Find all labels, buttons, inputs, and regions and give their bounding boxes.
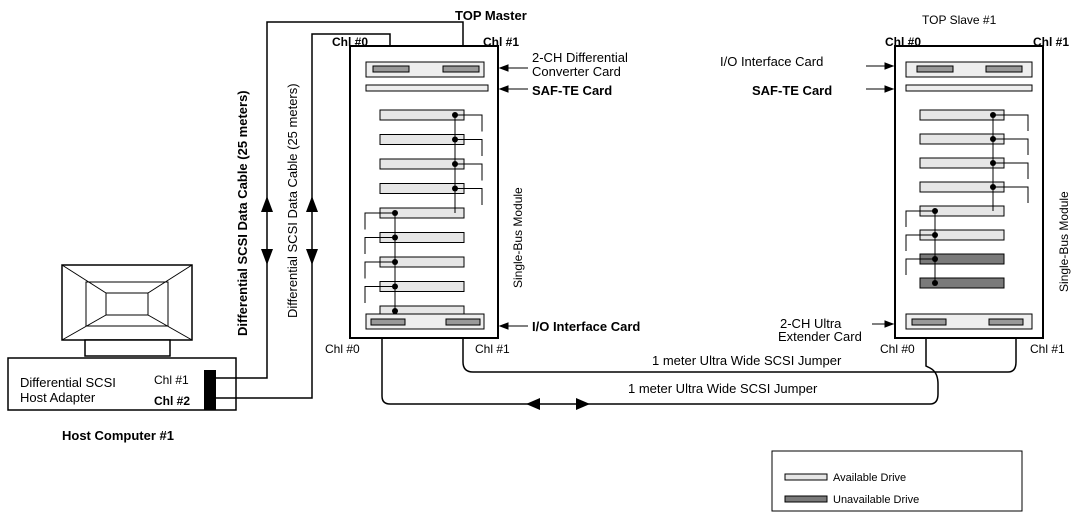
master-chl1-top: Chl #1 (483, 35, 519, 49)
master-chl1-bottom: Chl #1 (475, 342, 510, 356)
jumper-2-label: 1 meter Ultra Wide SCSI Jumper (628, 381, 818, 396)
slave-chain-loop-2 (993, 138, 1029, 155)
master-converter-port-0 (372, 65, 410, 73)
master-chain-loop-3 (455, 163, 483, 181)
slave-extender-label-1: 2-CH Ultra (780, 316, 842, 331)
master-chain-loop-1 (455, 114, 483, 132)
jumper-1-label: 1 meter Ultra Wide SCSI Jumper (652, 353, 842, 368)
slave-enclosure (894, 45, 1044, 339)
slave-chl1-bottom: Chl #1 (1030, 342, 1065, 356)
slave-chl0-top: Chl #0 (885, 35, 921, 49)
master-saf-te-card (365, 84, 489, 92)
master-chl0-bottom: Chl #0 (325, 342, 360, 356)
master-converter-label-1: 2-CH Differential (532, 50, 628, 65)
master-title: TOP Master (455, 8, 527, 23)
slave-saf-te-label: SAF-TE Card (752, 83, 832, 98)
slave-chain-loop-1 (993, 114, 1029, 131)
scsi-cable-1-label: Differential SCSI Data Cable (25 meters) (235, 90, 250, 336)
master-io-port-0 (370, 318, 406, 326)
slave-extender-port-1 (988, 318, 1024, 326)
legend-unavailable-label: Unavailable Drive (833, 494, 919, 506)
slave-drive-bays (919, 109, 1005, 289)
master-enclosure (349, 45, 499, 339)
master-chain-loop-8 (364, 286, 395, 303)
slave-chain-loop-4 (993, 186, 1029, 203)
slave-drive-8 (919, 277, 1005, 289)
slave-chain-loop-5 (905, 210, 935, 227)
host-adapter-line-2: Host Adapter (20, 390, 96, 405)
host-adapter-line-1: Differential SCSI (20, 375, 116, 390)
host-connector (204, 370, 216, 410)
legend-available-label: Available Drive (833, 472, 906, 484)
slave-chl0-bottom: Chl #0 (880, 342, 915, 356)
host-caption: Host Computer #1 (62, 428, 174, 443)
slave-extender-label-2: Extender Card (778, 329, 862, 344)
jumper-cables (381, 338, 1017, 405)
slave-module-label: Single-Bus Module (1057, 191, 1071, 292)
slave-chl1-top: Chl #1 (1033, 35, 1069, 49)
slave-extender-port-0 (911, 318, 947, 326)
slave-title: TOP Slave #1 (922, 13, 997, 27)
host-chl1-label: Chl #1 (154, 373, 189, 387)
host-chl2-label: Chl #2 (154, 394, 190, 408)
slave-drive-connector-8 (932, 280, 938, 286)
slave-callout-arrows (866, 62, 895, 328)
master-scsi-chain (364, 112, 483, 314)
slave-chain-loop-3 (993, 162, 1029, 179)
master-drive-2 (379, 134, 465, 145)
master-drive-bays (379, 109, 465, 317)
master-io-port-1 (445, 318, 481, 326)
legend-unavailable-swatch (784, 495, 828, 503)
slave-chain-loop-7 (905, 258, 935, 275)
master-module-label: Single-Bus Module (511, 187, 525, 288)
host-adapter-box (7, 357, 237, 411)
slave-chain-loop-6 (905, 234, 935, 251)
slave-io-port-0 (916, 65, 954, 73)
master-chain-loop-7 (364, 261, 395, 279)
slave-io-label: I/O Interface Card (720, 54, 823, 69)
master-converter-label-2: Converter Card (532, 64, 621, 79)
host-computer: Differential SCSI Host Adapter Chl #1 Ch… (7, 264, 237, 443)
master-drive-3 (379, 158, 465, 170)
master-converter-port-1 (442, 65, 480, 73)
differential-cables (216, 21, 464, 399)
master-chain-loop-4 (455, 188, 483, 205)
slave-scsi-chain (905, 112, 1029, 286)
master-chain-loop-5 (364, 212, 395, 230)
cable-arrows (261, 196, 318, 265)
slave-saf-te-card (905, 84, 1033, 92)
legend-available-swatch (784, 473, 828, 481)
master-drive-4 (379, 183, 465, 194)
master-chain-loop-2 (455, 139, 483, 156)
master-chain-loop-6 (364, 237, 395, 254)
master-saf-te-label: SAF-TE Card (532, 83, 612, 98)
master-io-label: I/O Interface Card (532, 319, 640, 334)
master-drive-1 (379, 109, 465, 121)
master-drive-connector-9 (392, 308, 398, 314)
legend: Available Drive Unavailable Drive (771, 450, 1023, 512)
master-chl0-top: Chl #0 (332, 35, 368, 49)
master-callout-arrows (498, 64, 528, 330)
scsi-cable-2-label: Differential SCSI Data Cable (25 meters) (285, 83, 300, 318)
slave-io-port-1 (985, 65, 1023, 73)
monitor-icon (61, 264, 193, 357)
jumper-arrows (526, 398, 590, 410)
